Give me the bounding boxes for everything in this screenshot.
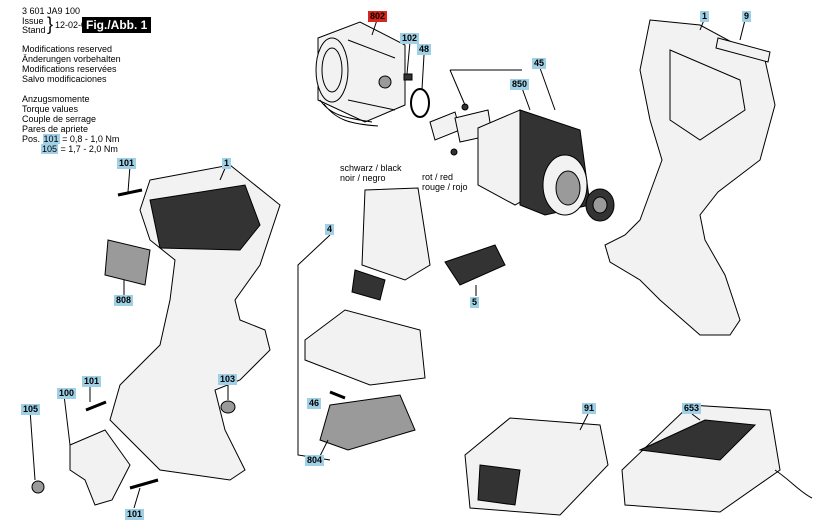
torque-row: 105 = 1,7 - 2,0 Nm bbox=[22, 144, 119, 154]
callout-1-right: 1 bbox=[700, 11, 710, 22]
o-ring-drawing bbox=[410, 88, 430, 118]
callout-804: 804 bbox=[305, 455, 325, 466]
plate-drawing bbox=[319, 394, 416, 451]
torque-line: Couple de serrage bbox=[22, 114, 97, 124]
black-wire-line: noir / negro bbox=[340, 173, 386, 183]
label-strip-drawing bbox=[715, 37, 771, 63]
callout-103: 103 bbox=[218, 374, 238, 385]
screw-101-mid-drawing bbox=[85, 400, 107, 412]
doc-number: 3 601 JA9 100 bbox=[22, 6, 81, 16]
label-808-drawing bbox=[104, 239, 151, 286]
screw-101-bottom-drawing bbox=[129, 478, 159, 490]
torque-pos: 101 bbox=[42, 134, 60, 144]
callout-48: 48 bbox=[417, 44, 432, 55]
torque-prefix: Pos. bbox=[22, 134, 41, 144]
callout-4: 4 bbox=[325, 224, 335, 235]
red-wire-line: rouge / rojo bbox=[422, 182, 468, 192]
stand-label: Stand bbox=[22, 25, 46, 35]
callout-91: 91 bbox=[582, 403, 597, 414]
nut-103-drawing bbox=[220, 400, 236, 414]
callout-802: 802 bbox=[368, 11, 388, 22]
callout-100: 100 bbox=[57, 388, 77, 399]
gear-housing-drawing bbox=[477, 109, 615, 222]
red-wire-label: rot / red rouge / rojo bbox=[422, 172, 468, 192]
callout-101-top: 101 bbox=[117, 158, 137, 169]
torque-line: Pares de apriete bbox=[22, 124, 89, 134]
callout-45: 45 bbox=[532, 58, 547, 69]
modifications-line: Modifications reservées bbox=[22, 64, 117, 74]
torque-row: Pos. 101 = 0,8 - 1,0 Nm bbox=[22, 134, 119, 144]
issue-label: Issue bbox=[22, 16, 44, 26]
brace: } bbox=[47, 14, 54, 34]
torque-line: Anzugsmomente bbox=[22, 94, 90, 104]
screw-101-top-drawing bbox=[117, 188, 143, 197]
spindle-drawing bbox=[429, 103, 493, 156]
callout-101-bottom: 101 bbox=[125, 509, 145, 520]
callout-653: 653 bbox=[682, 403, 702, 414]
torque-note: Anzugsmomente Torque values Couple de se… bbox=[22, 94, 119, 154]
black-wire-line: schwarz / black bbox=[340, 163, 402, 173]
callout-1-left: 1 bbox=[222, 158, 232, 169]
figure-label: Fig./Abb. 1 bbox=[82, 17, 152, 33]
torque-line: Torque values bbox=[22, 104, 79, 114]
callout-101-mid: 101 bbox=[82, 376, 102, 387]
torque-pos: 105 bbox=[41, 144, 59, 154]
modifications-line: Salvo modificaciones bbox=[22, 74, 107, 84]
switch-cover-drawing bbox=[444, 244, 506, 286]
screw-105-drawing bbox=[31, 480, 45, 494]
issue-date: 12-02-07 bbox=[55, 20, 92, 30]
black-wire-label: schwarz / black noir / negro bbox=[340, 163, 402, 183]
screw-102-drawing bbox=[403, 73, 413, 81]
callout-5: 5 bbox=[470, 297, 480, 308]
modifications-line: Änderungen vorbehalten bbox=[22, 54, 121, 64]
callout-850: 850 bbox=[510, 79, 530, 90]
motor-drawing bbox=[315, 21, 406, 127]
modifications-note: Modifications reserved Änderungen vorbeh… bbox=[22, 44, 121, 84]
callout-46: 46 bbox=[307, 398, 322, 409]
spring-46-drawing bbox=[329, 390, 346, 400]
callout-105: 105 bbox=[21, 404, 41, 415]
right-housing-drawing bbox=[604, 19, 776, 336]
torque-value: = 1,7 - 2,0 Nm bbox=[60, 144, 118, 154]
torque-value: = 0,8 - 1,0 Nm bbox=[62, 134, 120, 144]
callout-102: 102 bbox=[400, 33, 420, 44]
callout-808: 808 bbox=[114, 295, 134, 306]
belt-clip-drawing bbox=[69, 429, 131, 506]
switch-drawing bbox=[304, 187, 431, 386]
red-wire-line: rot / red bbox=[422, 172, 454, 182]
callout-9: 9 bbox=[742, 11, 752, 22]
charger-drawing bbox=[621, 404, 781, 513]
modifications-line: Modifications reserved bbox=[22, 44, 113, 54]
